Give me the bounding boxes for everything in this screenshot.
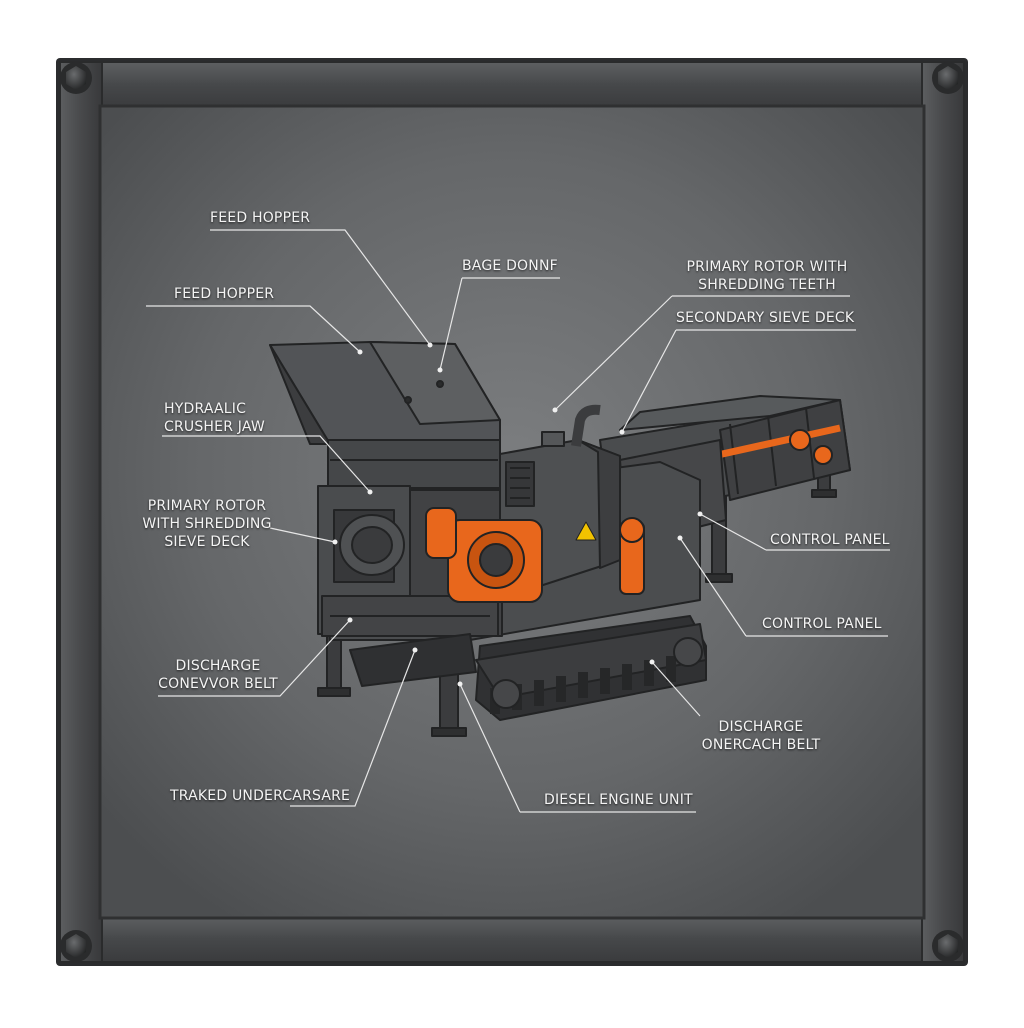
bolt-icon [60, 62, 92, 94]
leader-discharge-right [651, 661, 701, 717]
label-diesel-engine-unit: DIESEL ENGINE UNIT [544, 791, 693, 809]
corner-bolt-icons [60, 62, 964, 962]
leader-control-panel-upper [699, 513, 890, 551]
label-text: PRIMARY ROTOR WITH [686, 259, 848, 275]
hydraulic-drive-orange [425, 507, 645, 603]
label-text: CONTROL PANEL [762, 616, 882, 632]
label-text: CRUSHER JAW [164, 419, 265, 435]
feed-hopper [269, 341, 501, 445]
label-discharge-right: DISCHARGE ONERCACH BELT [688, 718, 834, 754]
label-text: FEED HOPPER [174, 286, 275, 302]
label-text: CONTROL PANEL [770, 532, 890, 548]
leader-diesel [459, 683, 696, 813]
label-discharge-left: DISCHARGE CONEVVOR BELT [150, 657, 286, 693]
label-secondary-sieve-deck: SECONDARY SIEVE DECK [676, 309, 854, 327]
label-primary-rotor-left: PRIMARY ROTOR WITH SHREDDING SIEVE DECK [134, 497, 280, 551]
leader-control-panel-lower [679, 537, 888, 637]
label-text: PRIMARY ROTOR [147, 498, 267, 514]
label-tracked-undercarriage: TRAKED UNDERCARSARE [170, 787, 350, 805]
bolt-icon [932, 62, 964, 94]
label-text: BAGE DONNF [462, 258, 558, 274]
label-text: DISCHARGE [175, 658, 261, 674]
leader-lines [146, 229, 890, 813]
label-text: DISCHARGE [718, 719, 804, 735]
label-text: SECONDARY SIEVE DECK [676, 310, 855, 326]
leader-hydraulic [162, 435, 371, 493]
label-feed-hopper-top: FEED HOPPER [210, 209, 310, 227]
leader-feed-hopper-top [210, 229, 431, 346]
tracked-undercarriage [349, 615, 707, 721]
label-primary-rotor-right: PRIMARY ROTOR WITH SHREDDING TEETH [674, 258, 860, 294]
label-text: FEED HOPPER [210, 210, 311, 226]
label-text: ONERCACH BELT [701, 737, 821, 753]
leader-discharge-left [158, 619, 351, 697]
label-feed-hopper: FEED HOPPER [174, 285, 274, 303]
leader-dots [332, 342, 703, 687]
label-text: TRAKED UNDERCARSARE [170, 788, 351, 804]
leader-tracked [290, 649, 416, 807]
leader-bage-donnf [439, 277, 560, 371]
leader-primary-rotor-right [554, 295, 850, 411]
label-text: CONEVVOR BELT [158, 676, 278, 692]
label-control-panel-lower: CONTROL PANEL [762, 615, 882, 633]
shredder-machine-illustration [269, 341, 851, 737]
label-bage-donnf: BAGE DONNF [462, 257, 558, 275]
label-hydraulic-crusher-jaw: HYDRAALIC CRUSHER JAW [164, 400, 265, 436]
label-text: SIEVE DECK [164, 534, 250, 550]
bolt-icon [932, 930, 964, 962]
leader-feed-hopper [146, 305, 361, 353]
label-text: HYDRAALIC [164, 401, 247, 417]
label-text: DIESEL ENGINE UNIT [544, 792, 693, 808]
bolt-icon [60, 930, 92, 962]
label-text: SHREDDING TEETH [698, 277, 836, 293]
label-text: WITH SHREDDING [142, 516, 272, 532]
leader-secondary-sieve [621, 329, 856, 433]
leader-primary-rotor-left [269, 527, 336, 543]
label-control-panel-upper: CONTROL PANEL [770, 531, 890, 549]
